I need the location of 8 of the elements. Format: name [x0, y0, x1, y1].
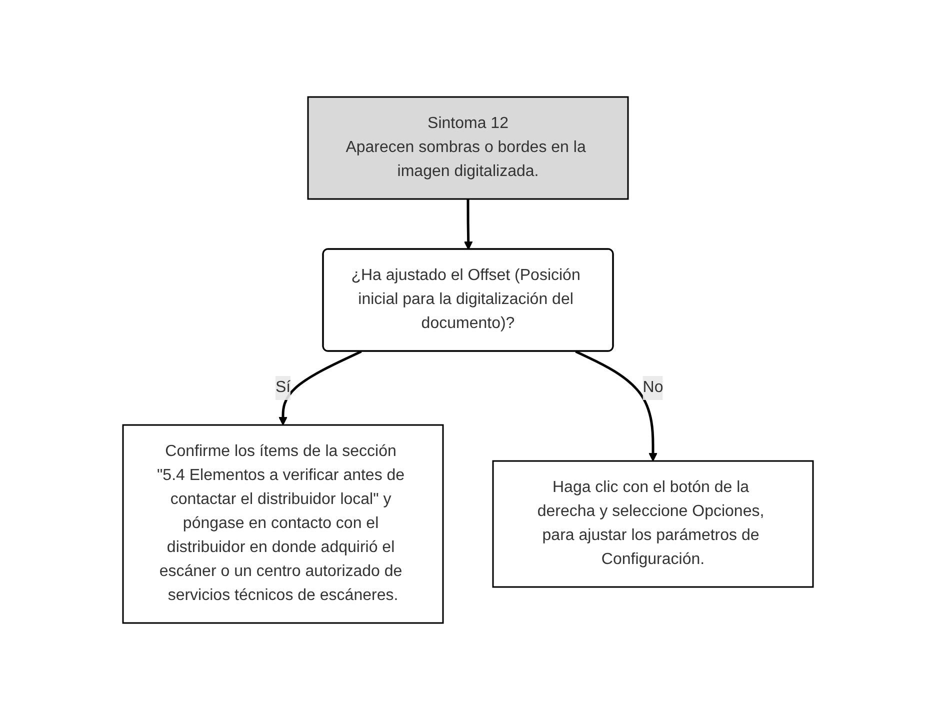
arrow [278, 350, 362, 426]
edge-label: No [642, 379, 664, 396]
node-box: Sintoma 12 Aparecen sombras o bordes en la imagen digitalizada. [307, 96, 629, 200]
edge-label: Sí [275, 379, 291, 396]
node-box: Confirme los ítems de la sección "5.4 Elementos a verificar antes de contactar el distribuidor local" y póngase en contacto con el distribuidor en donde adquirió el escáner o un centro autorizado de servicios técnicos de escáneres. [122, 424, 444, 624]
arrow [464, 199, 473, 250]
node-box: Haga clic con el botón de la derecha y seleccione Opciones, para ajustar los parámetros de Configuración. [492, 460, 814, 588]
arrow [575, 350, 658, 462]
